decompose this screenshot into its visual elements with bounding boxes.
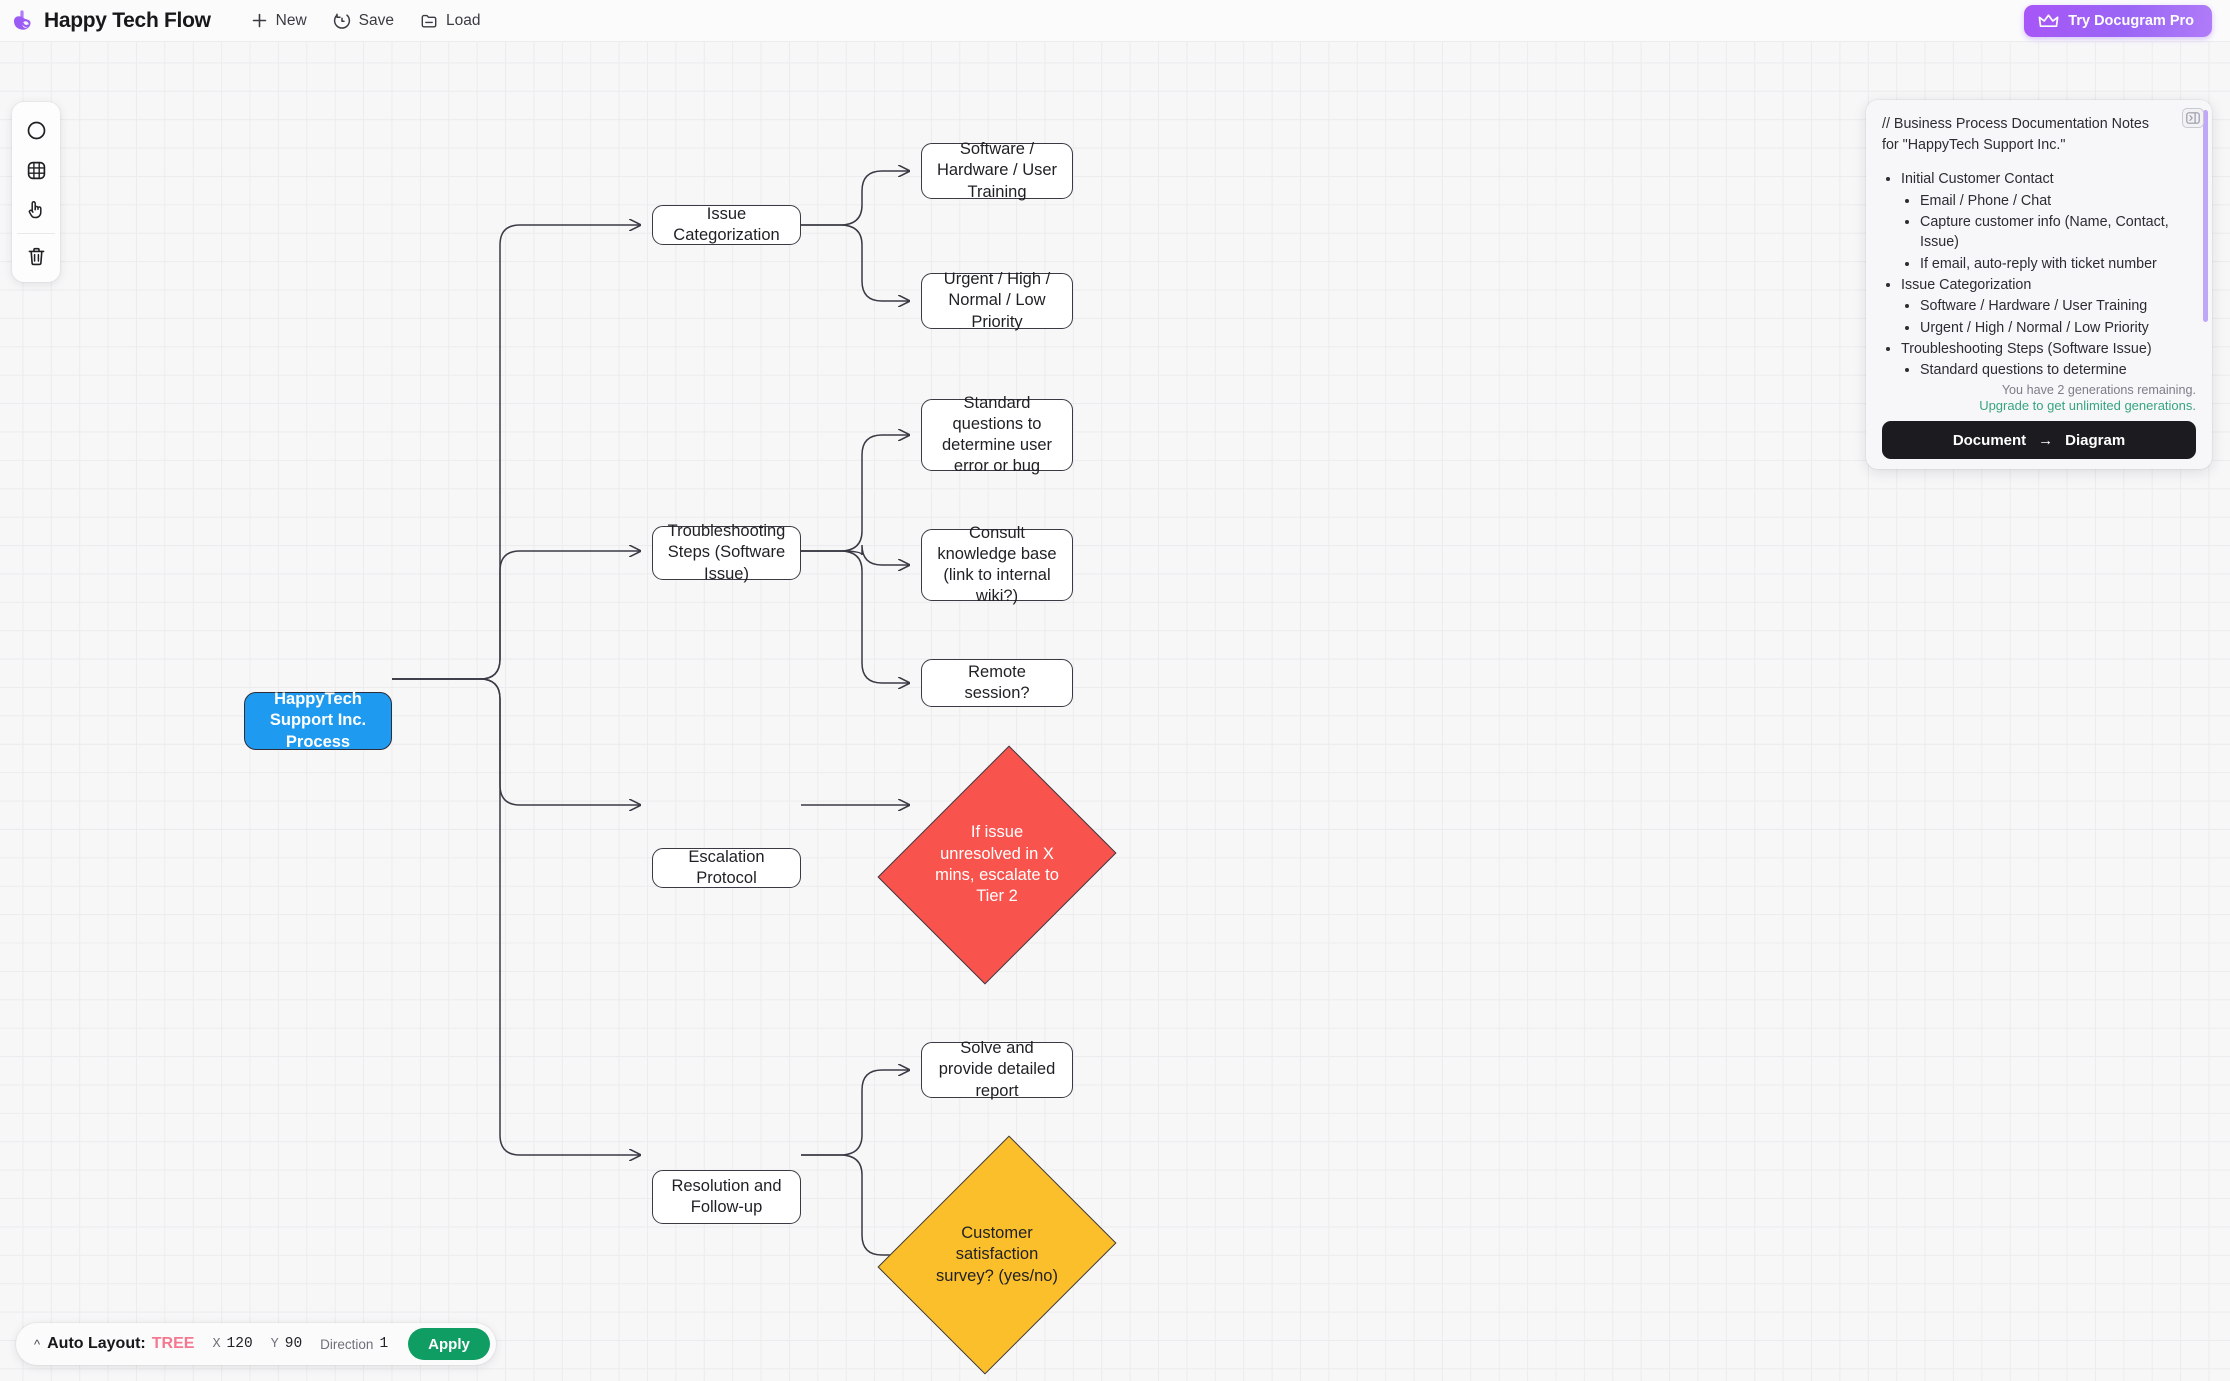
auto-layout-x[interactable]: X 120	[212, 1336, 252, 1352]
diagram-edges	[392, 42, 2230, 1381]
outline-sublist: Standard questions to determine	[1901, 360, 2196, 380]
node-label: Consult knowledge base (link to internal…	[937, 523, 1057, 606]
save-clock-icon	[333, 12, 350, 29]
notes-panel: // Business Process Documentation Notes …	[1866, 100, 2212, 470]
crown-icon	[2038, 13, 2059, 27]
docugram-logo-icon	[14, 9, 31, 30]
load-button[interactable]: Load	[420, 12, 480, 30]
rail-divider	[17, 233, 55, 234]
x-key: X	[212, 1336, 221, 1352]
diagram-node-prio[interactable]: Urgent / High / Normal / Low Priority	[921, 270, 1073, 331]
tool-rail	[12, 102, 60, 282]
node-label: Troubleshooting Steps (Software Issue)	[667, 522, 786, 583]
node-label: Customer satisfaction survey? (yes/no)	[936, 1223, 1058, 1285]
diagram-node-res[interactable]: Resolution and Follow-up	[652, 1170, 801, 1224]
node-label: Issue Categorization	[673, 204, 780, 244]
outline-subitem: Software / Hardware / User Training	[1920, 296, 2196, 316]
notes-scrollbar[interactable]	[2203, 110, 2208, 322]
node-label: Remote session?	[964, 662, 1030, 702]
plus-icon	[252, 13, 266, 28]
upgrade-link[interactable]: Upgrade to get unlimited generations.	[1979, 398, 2196, 414]
outline-subitem: Standard questions to determine	[1920, 360, 2196, 380]
panel-collapse-icon	[2186, 112, 2200, 124]
panel-collapse-button[interactable]	[2182, 108, 2204, 128]
auto-layout-y[interactable]: Y 90	[271, 1336, 303, 1352]
circle-tool[interactable]	[16, 110, 56, 150]
node-label: If issue unresolved in X mins, escalate …	[935, 823, 1059, 906]
convert-to-label: Diagram	[2065, 431, 2126, 449]
y-key: Y	[270, 1336, 279, 1352]
diagram-node-root[interactable]: HappyTech Support Inc. Process	[244, 690, 392, 751]
node-label: Urgent / High / Normal / Low Priority	[943, 270, 1051, 331]
pointer-tool[interactable]	[16, 190, 56, 230]
diagram-node-cat[interactable]: Issue Categorization	[652, 205, 801, 245]
node-label: Solve and provide detailed report	[938, 1039, 1056, 1100]
hand-pointer-icon	[28, 200, 42, 218]
node-label: HappyTech Support Inc. Process	[269, 690, 367, 751]
outline-sublist: Software / Hardware / User TrainingUrgen…	[1901, 296, 2196, 338]
outline-subitem: Urgent / High / Normal / Low Priority	[1920, 318, 2196, 338]
delete-tool[interactable]	[16, 236, 56, 276]
outline-item-label: Initial Customer Contact	[1901, 171, 2054, 188]
diagram-canvas[interactable]: HappyTech Support Inc. Process Issue Cate…	[0, 42, 2230, 1381]
outline-item-label: Issue Categorization	[1901, 276, 2032, 293]
diagram-node-swhw[interactable]: Software / Hardware / User Training	[921, 140, 1073, 201]
x-value[interactable]: 120	[226, 1336, 253, 1352]
outline-sublist: Email / Phone / ChatCapture customer inf…	[1901, 191, 2196, 274]
diagram-node-trb[interactable]: Troubleshooting Steps (Software Issue)	[652, 522, 801, 583]
diagram-node-remote[interactable]: Remote session?	[921, 659, 1073, 707]
diagram-node-stdq[interactable]: Standard questions to determine user err…	[921, 394, 1073, 475]
notes-heading: // Business Process Documentation Notes …	[1882, 116, 2149, 153]
save-button[interactable]: Save	[333, 12, 394, 30]
document-to-diagram-button[interactable]: Document → Diagram	[1882, 421, 2196, 460]
outline-item-label: Troubleshooting Steps (Software Issue)	[1901, 340, 2152, 357]
node-label: Escalation Protocol	[688, 847, 765, 887]
y-value[interactable]: 90	[284, 1336, 303, 1352]
chevron-up-icon[interactable]: ^	[34, 1336, 41, 1352]
top-bar: Happy Tech Flow New Save	[0, 0, 2230, 42]
diagram-node-solve[interactable]: Solve and provide detailed report	[921, 1039, 1073, 1100]
circle-icon	[27, 121, 45, 139]
direction-key: Direction	[320, 1336, 374, 1352]
node-label: Standard questions to determine user err…	[941, 393, 1053, 476]
direction-value[interactable]: 1	[379, 1336, 389, 1352]
folder-icon	[421, 14, 437, 27]
save-button-label: Save	[358, 11, 394, 29]
convert-from-label: Document	[1952, 431, 2027, 449]
new-button[interactable]: New	[251, 12, 307, 30]
toolbar-actions: New Save Load	[251, 12, 480, 30]
grid-icon	[27, 161, 45, 179]
node-label: Software / Hardware / User Training	[936, 140, 1058, 201]
new-button-label: New	[275, 11, 307, 29]
diagram-node-tier2[interactable]: If issue unresolved in X mins, escalate …	[877, 745, 1117, 985]
arrow-right-icon: →	[2038, 431, 2054, 449]
outline-item: Initial Customer ContactEmail / Phone / …	[1901, 169, 2196, 273]
grid-tool[interactable]	[16, 150, 56, 190]
load-button-label: Load	[446, 11, 481, 29]
auto-layout-label: Auto Layout:	[47, 1335, 146, 1352]
node-label: Resolution and Follow-up	[671, 1176, 782, 1216]
diagram-node-csat[interactable]: Customer satisfaction survey? (yes/no)	[877, 1135, 1117, 1375]
outline-subitem: If email, auto-reply with ticket number	[1920, 254, 2196, 274]
auto-layout-direction[interactable]: Direction 1	[320, 1336, 388, 1352]
auto-layout-mode[interactable]: TREE	[151, 1335, 195, 1352]
page-title: Happy Tech Flow	[44, 8, 211, 32]
auto-layout-bar: ^ Auto Layout: TREE X 120 Y 90 Direction…	[16, 1323, 496, 1365]
trash-icon	[28, 247, 44, 265]
outline-subitem: Email / Phone / Chat	[1920, 191, 2196, 211]
outline-item: Issue CategorizationSoftware / Hardware …	[1901, 275, 2196, 338]
diagram-node-esc[interactable]: Escalation Protocol	[652, 848, 801, 888]
outline-item: Troubleshooting Steps (Software Issue) St…	[1901, 339, 2196, 381]
apply-button[interactable]: Apply	[408, 1328, 490, 1360]
try-pro-label: Try Docugram Pro	[2068, 13, 2194, 29]
diagram-node-kb[interactable]: Consult knowledge base (link to internal…	[921, 524, 1073, 605]
generations-remaining: You have 2 generations remaining.	[2001, 383, 2196, 398]
outline-subitem: Capture customer info (Name, Contact, Is…	[1920, 212, 2196, 253]
try-pro-button[interactable]: Try Docugram Pro	[2024, 5, 2212, 37]
app-logo[interactable]	[0, 7, 44, 35]
notes-outline[interactable]: Initial Customer ContactEmail / Phone / …	[1882, 169, 2196, 381]
